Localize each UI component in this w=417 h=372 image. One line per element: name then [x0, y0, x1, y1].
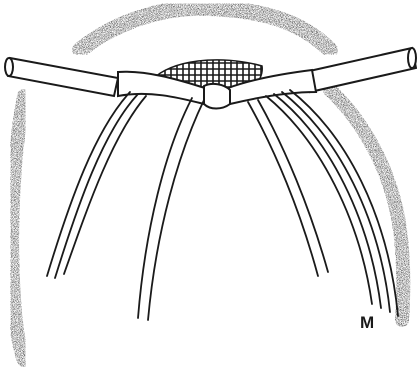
stipple-shading-left	[12, 96, 24, 360]
center-knot	[204, 84, 230, 109]
figure-label: M	[360, 314, 374, 331]
right-stake	[305, 48, 416, 92]
stipple-shading-top	[80, 8, 330, 50]
strand-bundle-right	[266, 90, 398, 316]
strand-bundle-left	[47, 92, 146, 278]
stipple-shading-right	[330, 90, 403, 320]
strand-center-left	[138, 98, 204, 320]
